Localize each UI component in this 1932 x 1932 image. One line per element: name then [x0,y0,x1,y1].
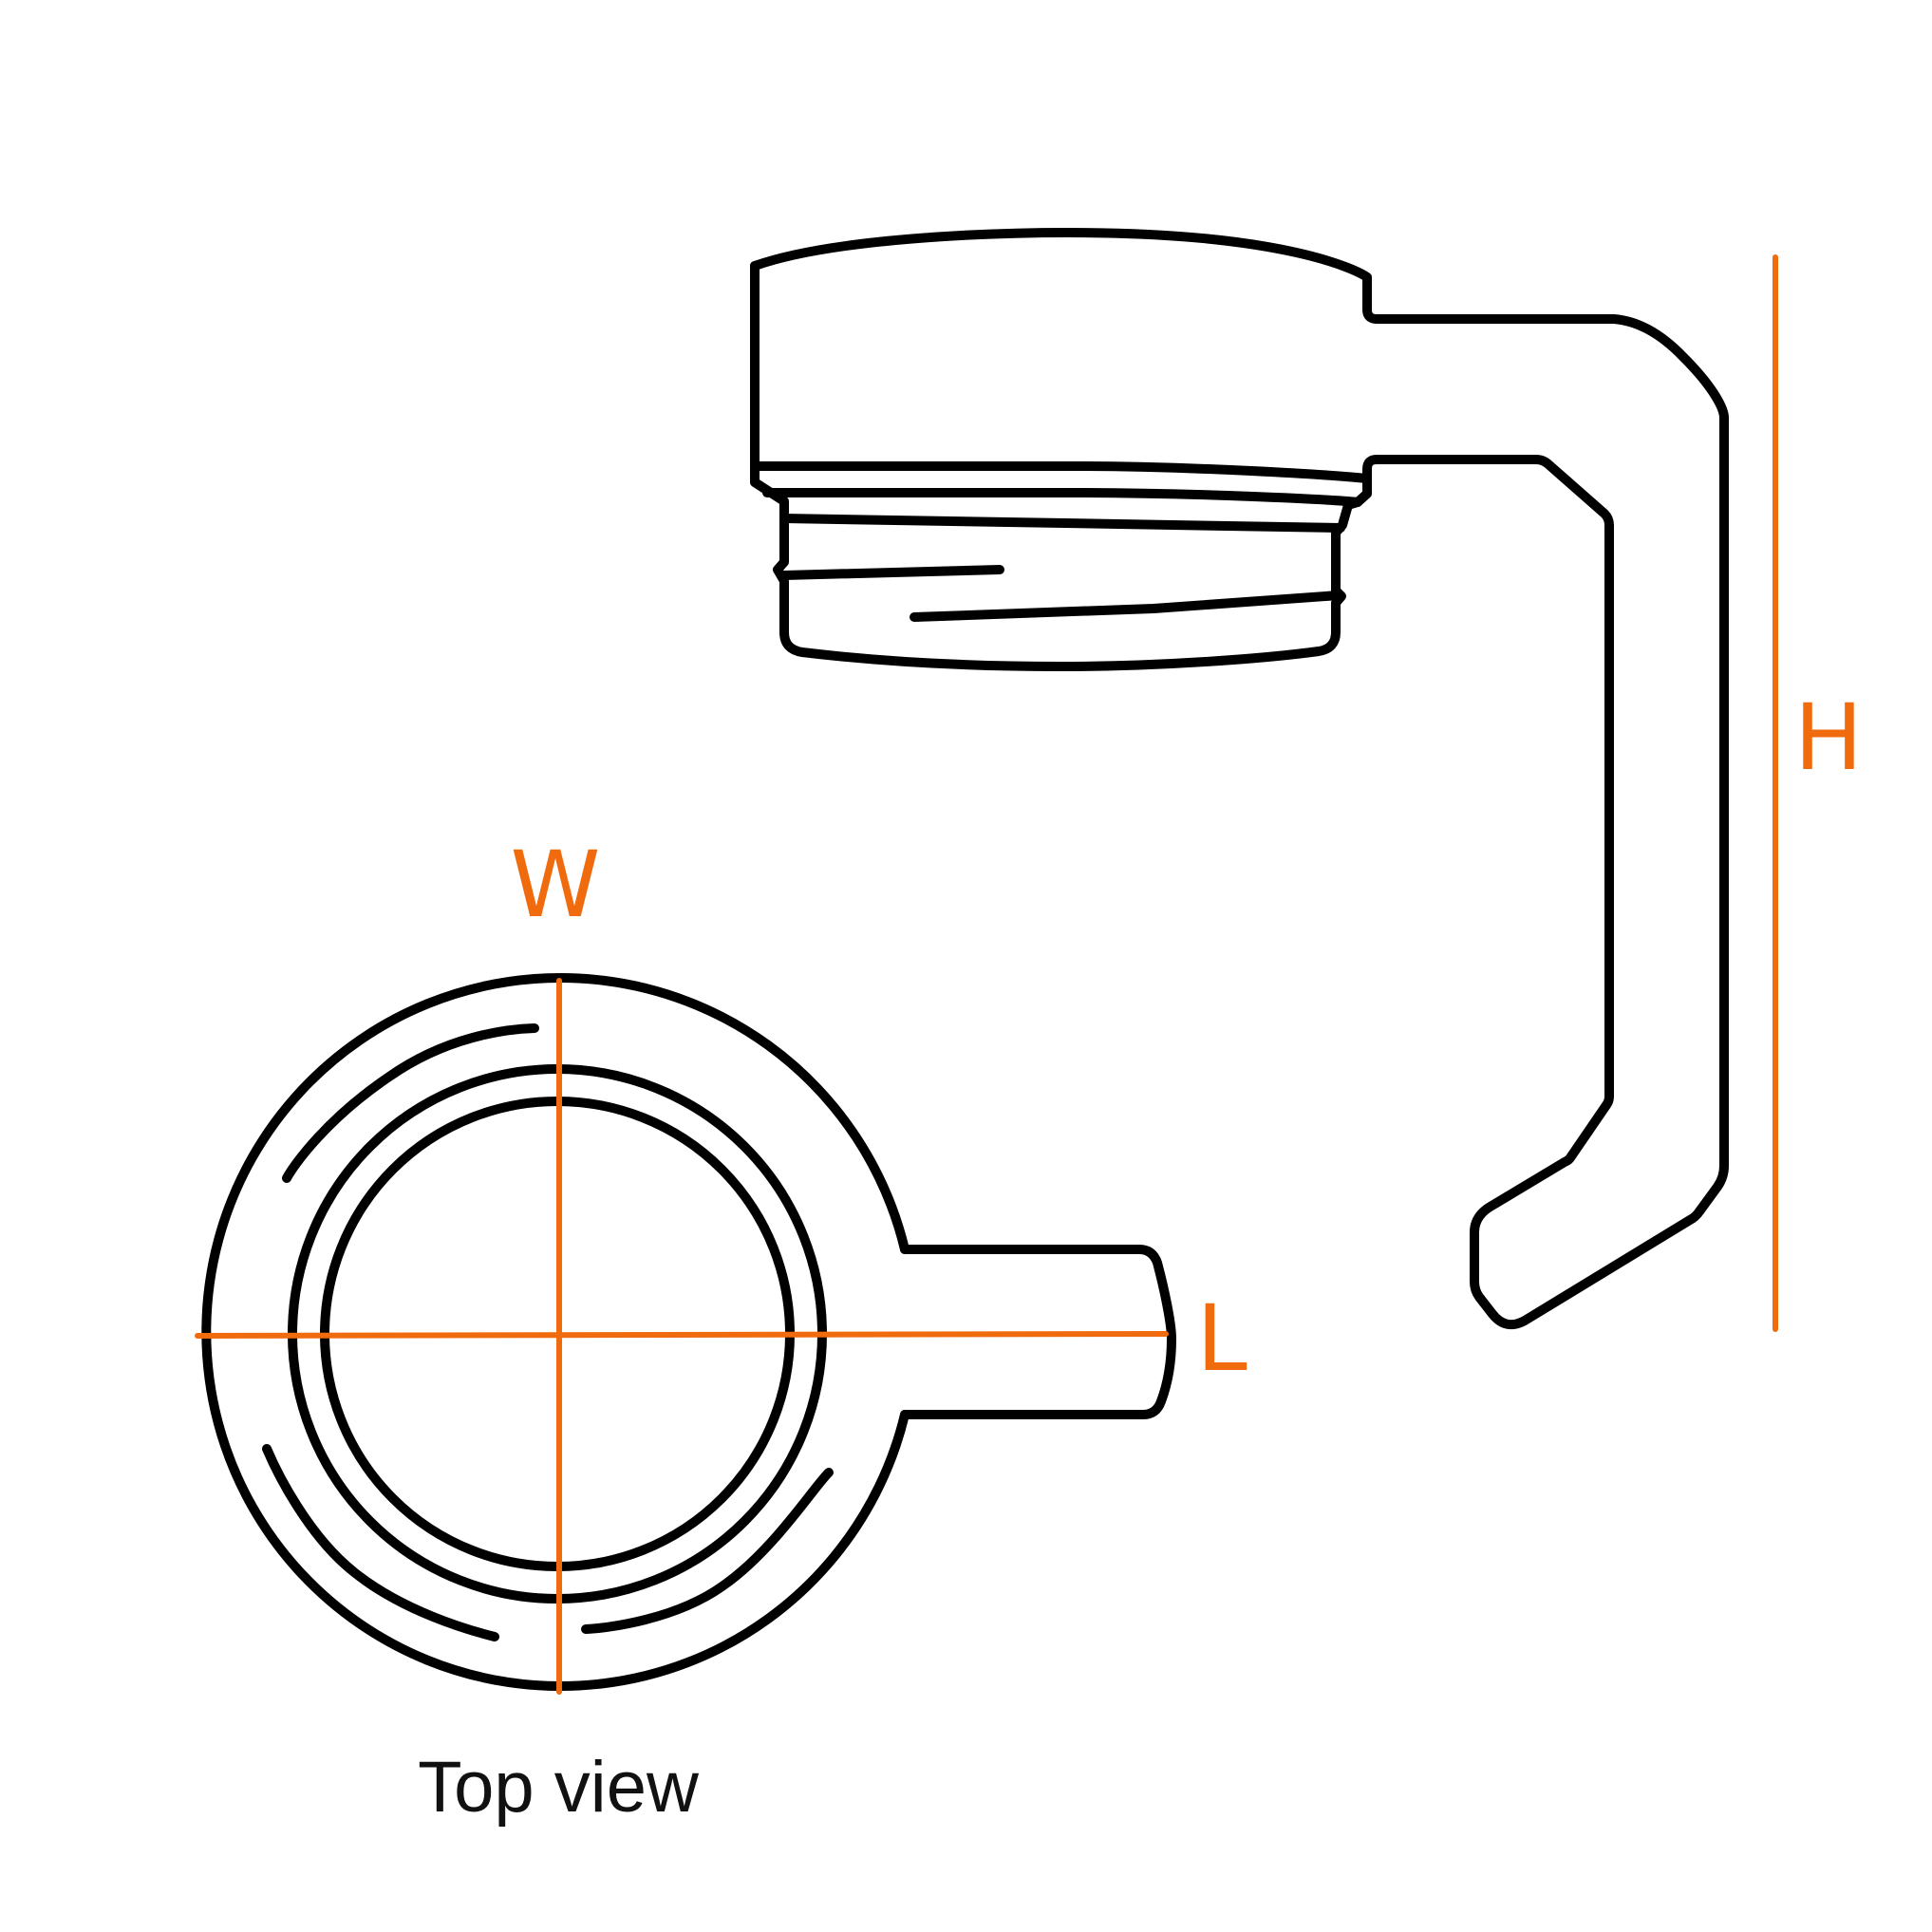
top-view-swirl-top-left [282,1023,539,1183]
top-view-caption: Top view [418,1747,700,1828]
top-view-handle-outline [900,1245,1176,1419]
top-view-swirl-bottom-left [262,1444,499,1641]
height-label: H [1794,685,1863,791]
top-view-swirl-bottom-right [581,1468,834,1634]
dimension-labels: H W L [511,685,1864,1392]
width-label: W [511,832,601,938]
side-view-thread-line-2 [779,565,1004,580]
side-view-lid-outline [750,228,1729,1330]
length-label: L [1196,1285,1247,1392]
side-view-thread-line-3 [910,591,1343,622]
side-view [750,228,1729,1330]
dimension-lines [195,254,1778,1695]
side-view-thread-line-1 [779,514,1345,533]
side-view-lid-lower-line [762,488,1362,507]
side-view-lid-rim-line [750,461,1372,483]
top-view-outer-circle [201,973,910,1691]
length-dimension-line [195,1331,1169,1339]
